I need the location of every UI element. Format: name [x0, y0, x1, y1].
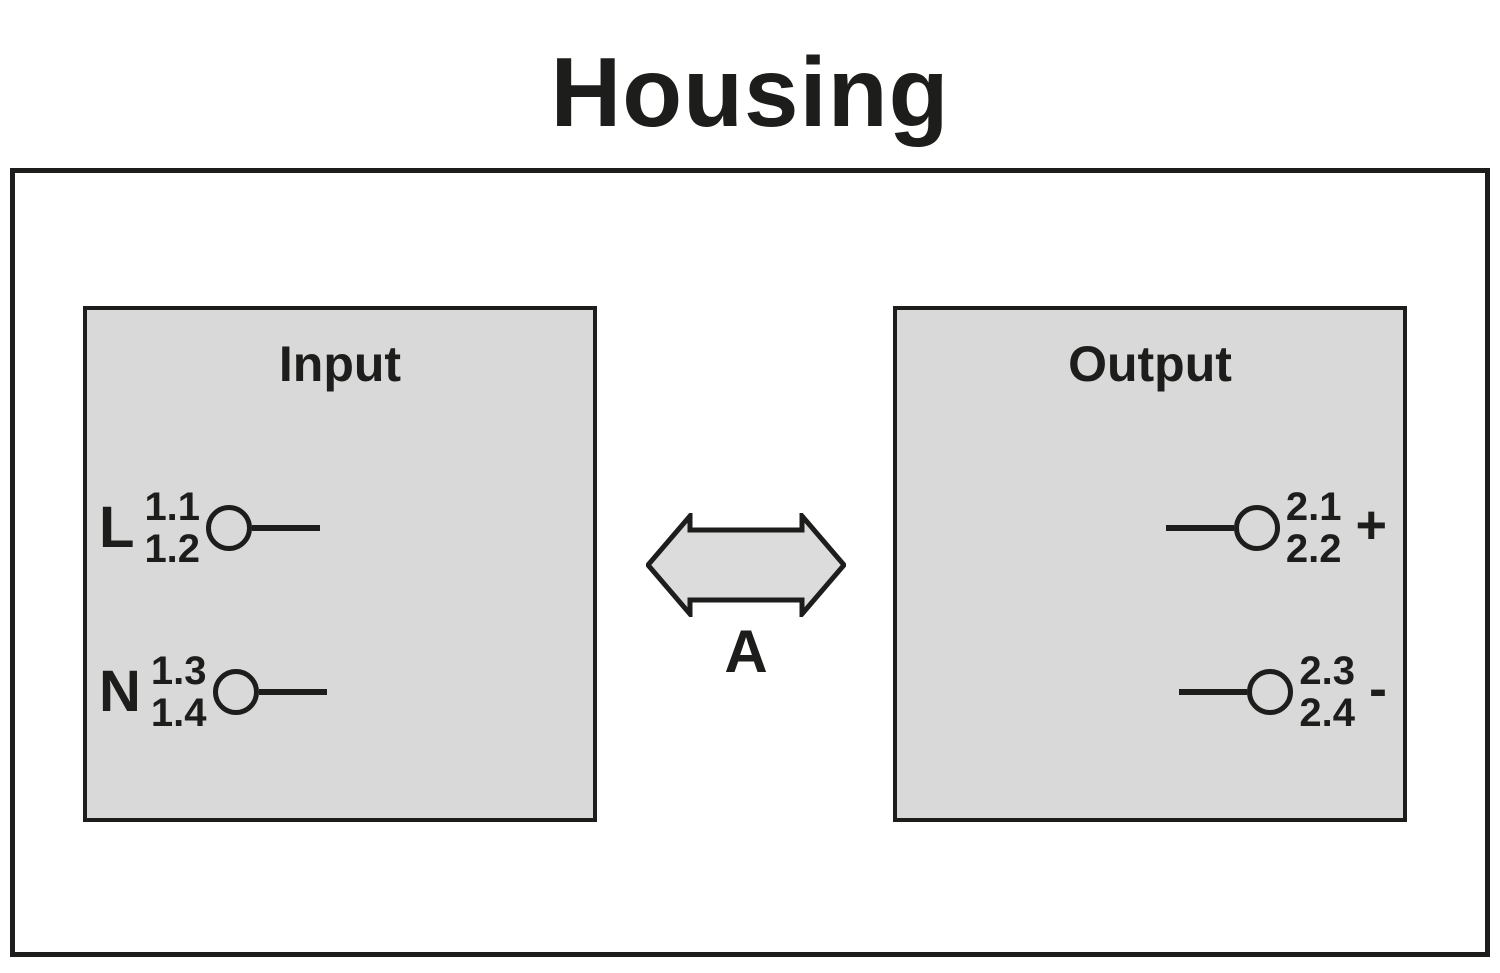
terminal-circle-icon: [206, 505, 253, 551]
polarity-plus-sign: +: [1355, 495, 1387, 555]
terminal-numbers: 1.1 1.2: [144, 486, 200, 570]
input-panel: Input L 1.1 1.2 N 1.3 1.4: [83, 306, 597, 822]
bidirectional-arrow-icon: [646, 513, 846, 617]
terminal-number-bottom: 2.2: [1285, 527, 1342, 571]
output-panel-title: Output: [1068, 336, 1232, 392]
terminal-number-top: 2.1: [1285, 485, 1342, 529]
polarity-minus-sign: -: [1369, 659, 1387, 719]
terminal-wire: [258, 689, 327, 695]
terminal-number-bottom: 1.2: [144, 527, 201, 571]
diagram-title: Housing: [550, 37, 950, 147]
arrow-label: A: [724, 618, 768, 685]
output-terminal-row-minus: 2.3 2.4 -: [1179, 642, 1387, 742]
terminal-numbers: 2.3 2.4: [1299, 650, 1355, 734]
terminal-circle-icon: [212, 669, 259, 715]
output-terminal-row-plus: 2.1 2.2 +: [1165, 478, 1387, 578]
terminal-number-top: 1.3: [150, 649, 207, 693]
terminal-letter: L: [99, 495, 135, 560]
input-panel-title: Input: [278, 336, 402, 392]
output-panel: Output 2.1 2.2 + 2.3 2.4 -: [893, 306, 1407, 822]
terminal-number-top: 2.3: [1299, 649, 1356, 693]
terminal-numbers: 2.1 2.2: [1286, 486, 1342, 570]
terminal-wire: [252, 525, 321, 531]
input-terminal-row-n: N 1.3 1.4: [99, 642, 327, 742]
terminal-numbers: 1.3 1.4: [151, 650, 207, 734]
terminal-wire: [1179, 689, 1248, 695]
input-terminal-row-l: L 1.1 1.2: [99, 478, 321, 578]
terminal-letter: N: [99, 659, 141, 724]
terminal-wire: [1165, 525, 1234, 531]
terminal-circle-icon: [1233, 505, 1280, 551]
terminal-number-bottom: 1.4: [150, 691, 207, 735]
terminal-number-top: 1.1: [144, 485, 201, 529]
terminal-number-bottom: 2.4: [1299, 691, 1356, 735]
terminal-circle-icon: [1247, 669, 1294, 715]
